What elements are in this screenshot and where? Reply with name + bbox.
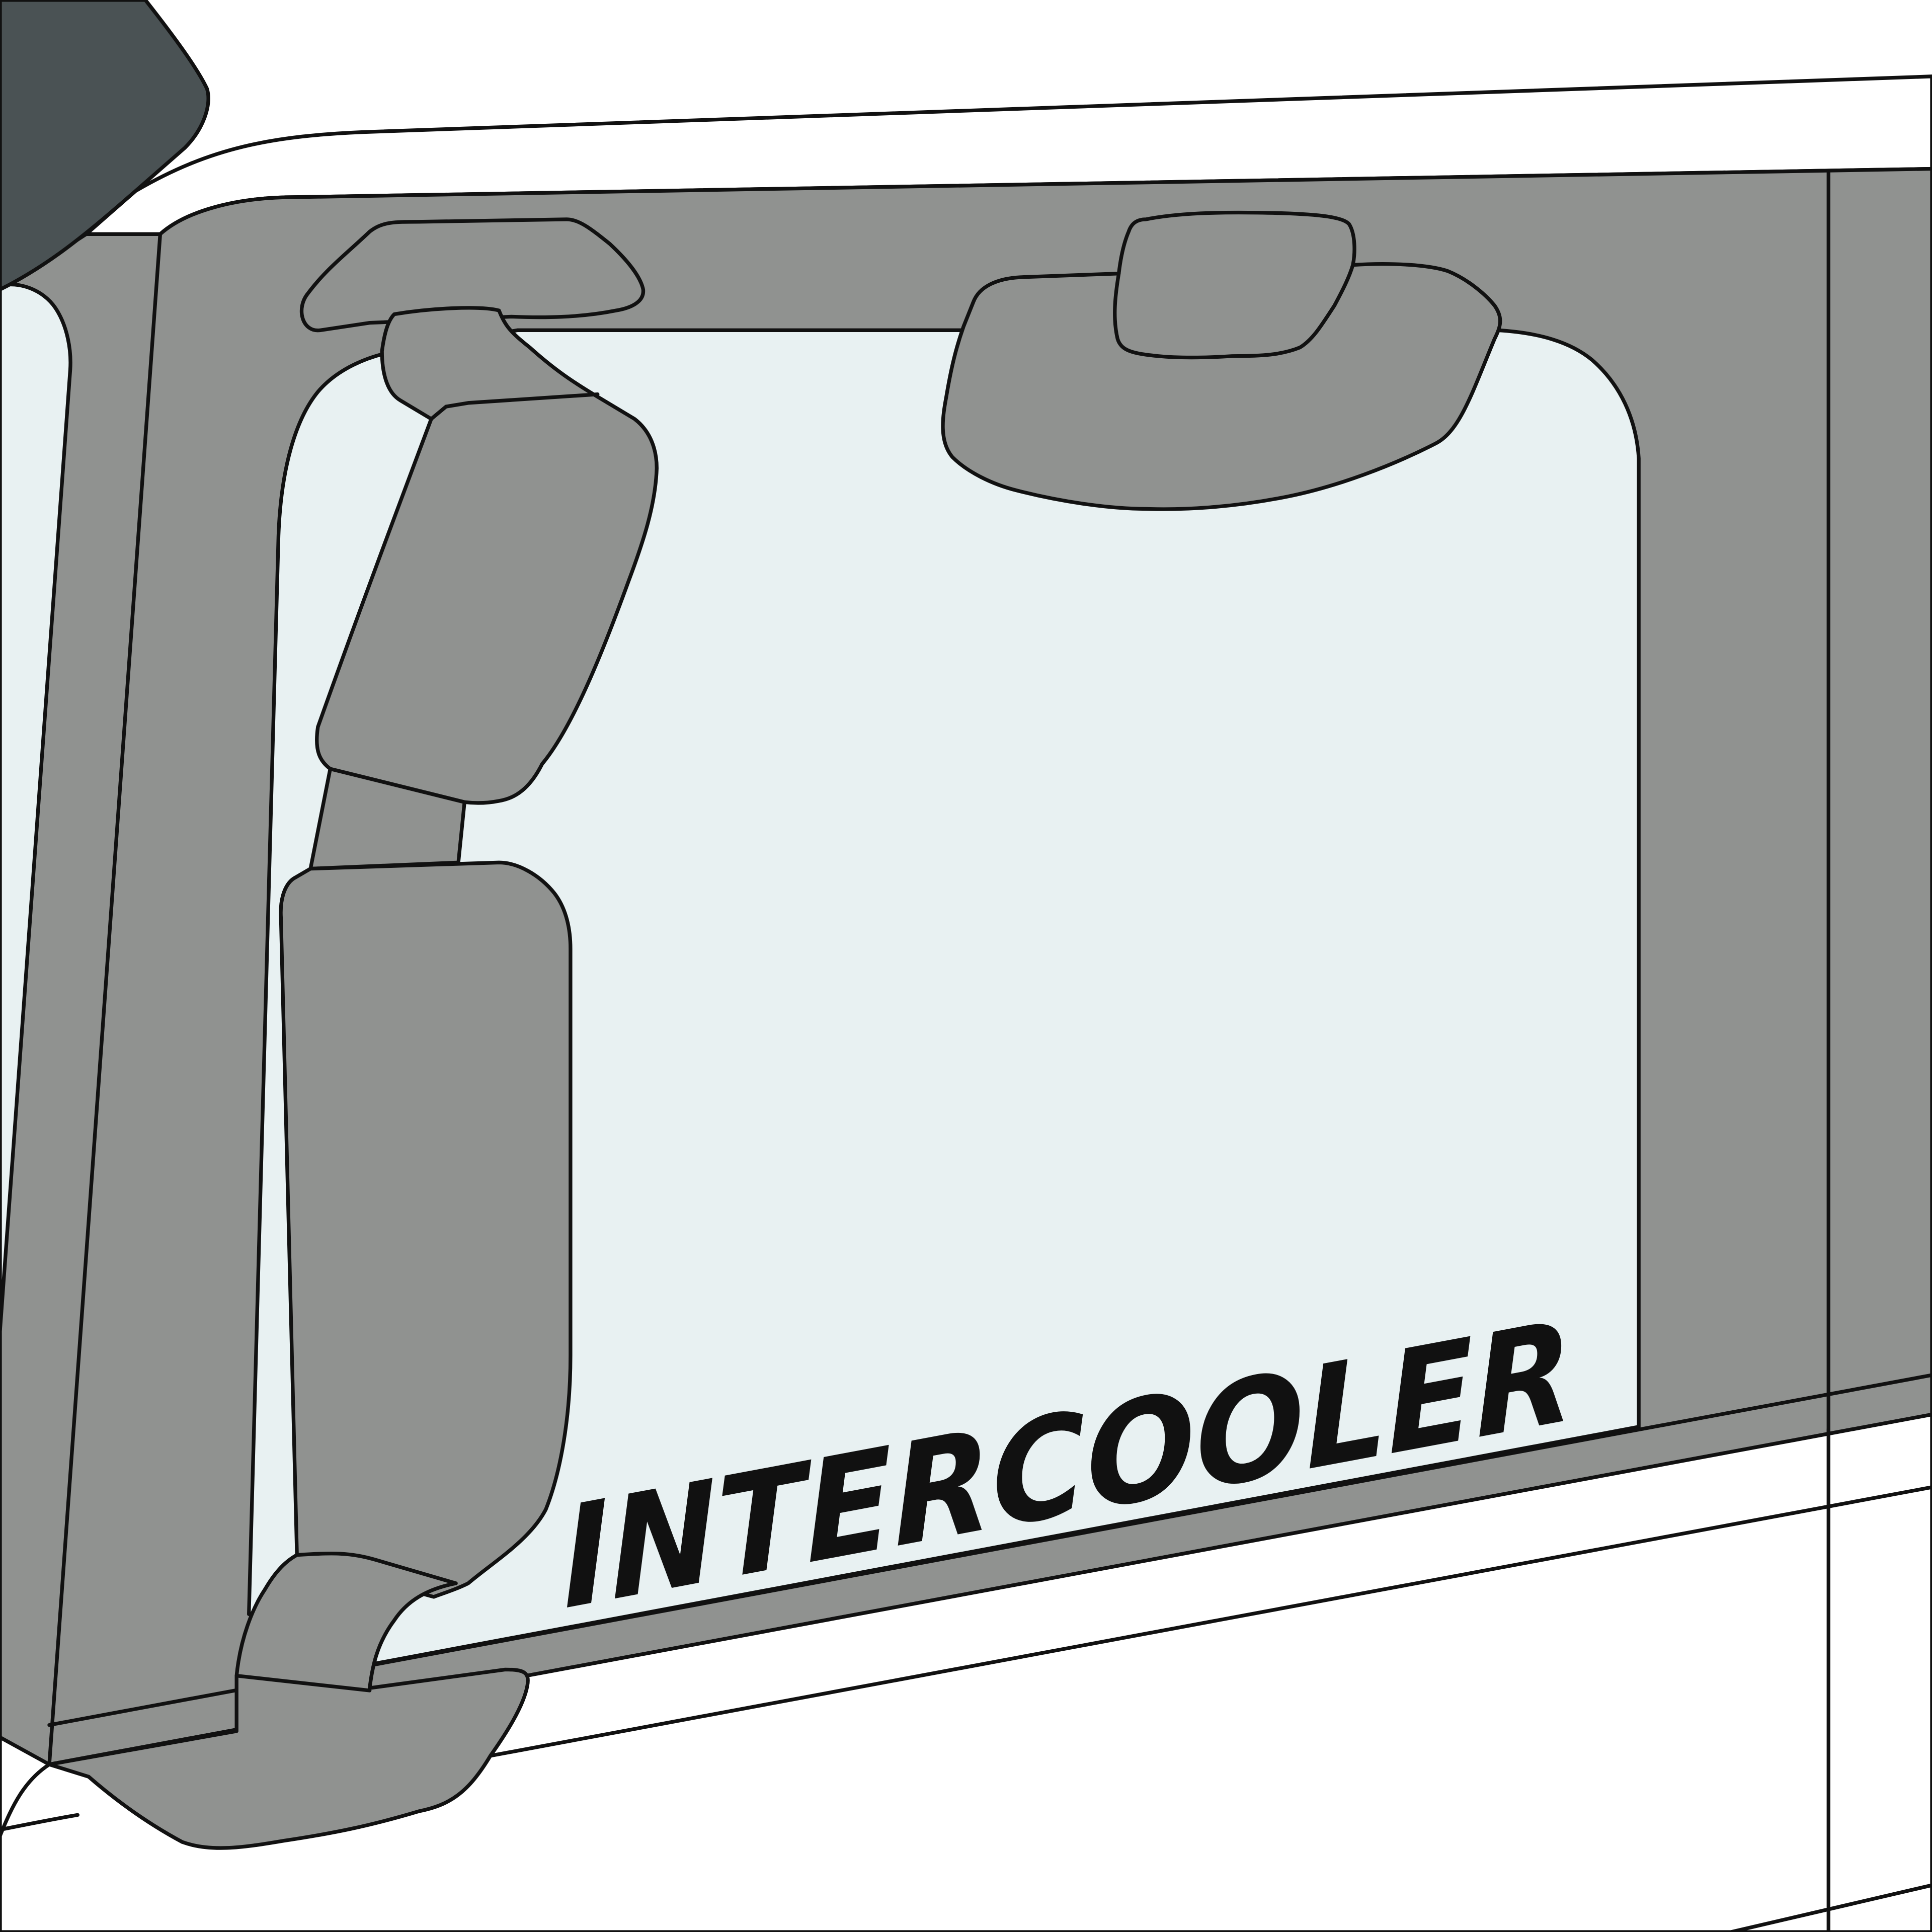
upper-mirror-knob [1113,263,1355,360]
body-crease-low [1729,1883,1932,1932]
a-pillar-line [47,232,163,1766]
lower-mirror [279,860,573,1599]
mirror-upper-mount [299,217,646,333]
mirror-arm-bracket [315,306,659,805]
base-mount-edge [234,1673,372,1693]
left-window [0,282,72,1333]
step-line [0,1762,79,1838]
bracket-edge [429,392,600,421]
side-mirror-housing [0,0,210,292]
mirror-base-mount [47,1552,530,1850]
upper-mirror [941,210,1502,511]
door-trim-upper [47,1373,1932,1727]
lower-body [0,1412,1932,1932]
body-crease [489,1485,1932,1758]
